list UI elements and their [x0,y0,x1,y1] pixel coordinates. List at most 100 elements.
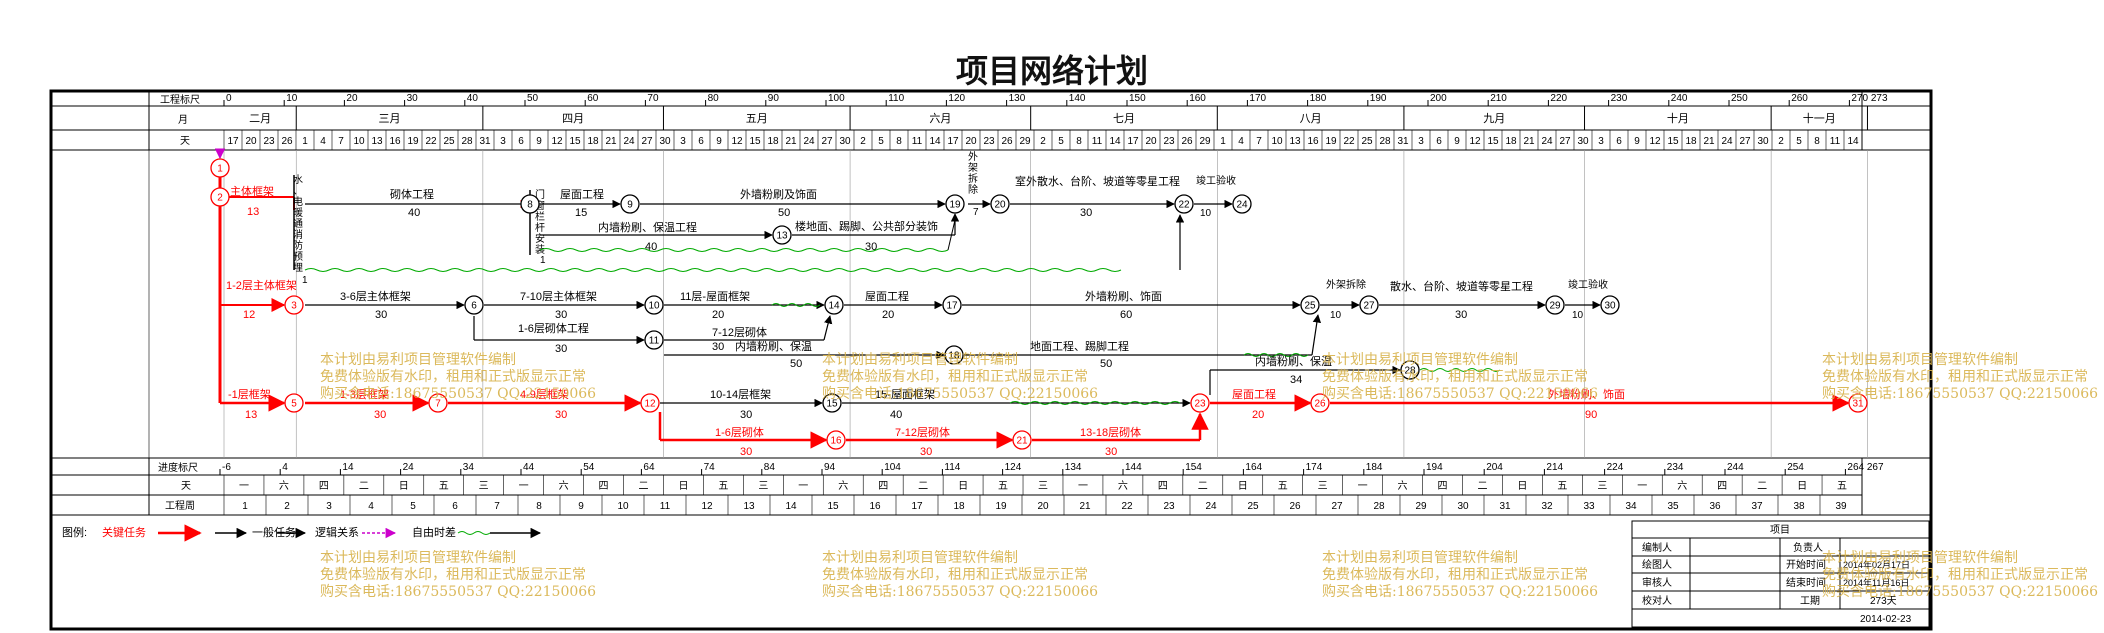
progress-tick-label: 64 [643,462,655,473]
node-circle [1012,430,1032,450]
day-cell: 9 [716,136,722,147]
day-cell: 6 [1436,136,1442,147]
node-25: 25 [1300,295,1320,315]
dur-roof-top: 15 [575,207,587,219]
dur-1-2-floor: 12 [243,309,255,321]
day-cell: 27 [1559,136,1571,147]
label-interior-mid: 内墙粉刷、保温 [735,339,812,353]
progress-tick-label: 124 [1005,462,1022,473]
dur-basement-frame: 13 [245,409,257,421]
node-label: 9 [627,200,633,211]
dur-mep: 1 [302,275,308,286]
node-circle [942,295,962,315]
week-cell: 39 [1835,501,1847,512]
day-cell: 23 [983,136,995,147]
node-label: 5 [291,399,297,410]
label-exterior-misc: 室外散水、台阶、坡道等零星工程 [1015,174,1180,188]
progress-tick-label: 154 [1185,462,1202,473]
scale-tick-label: 160 [1189,93,1206,104]
progress-tick-label: 184 [1366,462,1383,473]
node-label: 6 [471,301,477,312]
day-cell: 29 [1019,136,1031,147]
node-circle [284,295,304,315]
day-cell: 20 [245,136,257,147]
week-cell: 6 [452,501,458,512]
week-cell: 9 [578,501,584,512]
week-cell: 23 [1163,501,1175,512]
week-cell: 14 [785,501,797,512]
progress-tick-label: 204 [1486,462,1503,473]
node-label: 12 [644,399,656,410]
week-cell: 28 [1373,501,1385,512]
node-circle [772,225,792,245]
day-cell: 10 [353,136,365,147]
dur-10-14-frame: 30 [740,409,752,421]
weekday-cell: 三 [1038,481,1048,492]
week-cell: 17 [911,501,923,512]
label-roof-mid: 屋面工程 [865,290,909,303]
label-10-14-frame: 10-14层框架 [710,388,771,401]
day-cell: 13 [1289,136,1301,147]
day-cell: 21 [1523,136,1535,147]
node-9: 9 [620,194,640,214]
info-reviewer: 审核人 [1642,576,1672,589]
dur-1-6-masonry: 30 [555,343,567,355]
weekday-cell: 日 [678,481,688,492]
day-cell: 12 [551,136,563,147]
day-cell: 5 [878,136,884,147]
day-cell: 18 [1685,136,1697,147]
weekday-cell: 五 [439,481,449,492]
label-apron-mid: 散水、台阶、坡道等零星工程 [1390,279,1533,293]
node-label: 11 [649,336,660,347]
progress-label: 进度标尺 [158,461,198,474]
weekday-cell: 一 [1078,481,1088,492]
day-cell: 3 [680,136,686,147]
node-label: 15 [826,399,838,410]
day-cell: 3 [1598,136,1604,147]
day-cell: 6 [698,136,704,147]
day-cell: 18 [1505,136,1517,147]
edge-7-12-masonry [823,315,833,341]
dur-acceptance-top: 10 [1200,208,1212,219]
day-cell: 14 [1847,136,1859,147]
week-cell: 31 [1499,501,1511,512]
weekday-cells: 一六四二日五三一六四二日五三一六四二日五三一六四二日五三一六四二日五三一六四二日… [223,475,1847,495]
day-cell: 24 [1541,136,1553,147]
node-29: 29 [1545,295,1565,315]
label-scaffold-top: 外架拆除 [968,151,978,196]
node-label: 20 [994,200,1006,211]
day-cell: 3 [500,136,506,147]
week-cell: 5 [410,501,416,512]
month-label: 五月 [746,113,768,125]
scale-tick-label: 200 [1430,93,1447,104]
node-circle [1300,295,1320,315]
node-label: 3 [291,301,297,312]
label-3-6-frame: 3-6层主体框架 [340,289,411,303]
weekday-cell: 一 [519,481,529,492]
scale-tick-label: 80 [708,93,720,104]
weekday-cell: 四 [878,481,888,492]
label-floor-finish: 楼地面、踢脚、公共部分装饰 [795,219,938,233]
legend-label: 图例: [62,525,87,539]
dur-interior-mid: 50 [790,358,802,370]
week-cell: 32 [1541,501,1553,512]
node-24: 24 [1232,194,1252,214]
label-mep: 水、电暖通消防预埋 [293,174,303,274]
node-circle [824,295,844,315]
node-15: 15 [822,393,842,413]
node-circle [210,158,230,178]
label-basement-frame: -1层框架 [228,388,271,401]
label-11-roof-frame: 11层-屋面框架 [680,290,750,303]
node-2: 2 [210,187,230,207]
node-circle [284,393,304,413]
scale-tick-label: 210 [1490,93,1507,104]
node-label: 27 [1363,301,1375,312]
day-cell: 5 [1796,136,1802,147]
info-end-label: 结束时间 [1786,576,1826,589]
progress-tick-label: 194 [1426,462,1443,473]
legend-normal-text: 一般任务 [252,526,296,539]
info-duration-label: 工期 [1800,595,1820,607]
